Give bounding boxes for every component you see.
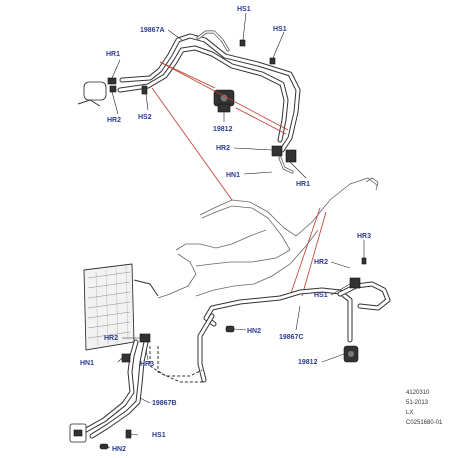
clip-hn2-mid xyxy=(225,325,235,333)
label-hs2: HS2 xyxy=(138,114,152,121)
label-hs1-right: HS1 xyxy=(314,292,328,299)
upper-pipe-assembly xyxy=(77,30,301,174)
callout-labels: HS1 19867A HS1 HR1 HR2 HS2 19812 HR2 HN1… xyxy=(80,6,371,453)
label-hr1-left: HR1 xyxy=(106,51,120,58)
clip-hn2-bottom xyxy=(99,443,109,450)
label-hr1-right: HR1 xyxy=(296,181,310,188)
fitting-hn1-bottom xyxy=(121,353,131,363)
left-fitting xyxy=(107,77,117,85)
clip-hr3-right xyxy=(361,257,367,265)
reference-lines xyxy=(151,61,327,297)
label-hr2-right: HR2 xyxy=(314,259,328,266)
label-hr3-bottom-left: HR3 xyxy=(140,361,154,368)
valve-19812-top xyxy=(213,89,235,113)
label-hn1-bottom-left: HN1 xyxy=(80,360,94,367)
label-19867c: 19867C xyxy=(279,334,304,341)
label-19867b: 19867B xyxy=(152,400,177,407)
label-19812-bottom: 19812 xyxy=(298,359,318,366)
clip-hs1-top xyxy=(239,39,246,47)
label-19867a: 19867A xyxy=(140,27,165,34)
label-19812-top: 19812 xyxy=(213,126,233,133)
fitting-hr2-bottom xyxy=(139,333,151,343)
label-hn1-mid: HN1 xyxy=(226,172,240,179)
label-hs1-top-right: HS1 xyxy=(273,26,287,33)
footer-reference: 4120310 51-2013 LX C0251680-01 xyxy=(406,390,443,426)
valve-19812-bottom xyxy=(343,345,359,363)
label-hr2-left: HR2 xyxy=(107,117,121,124)
label-hr2-bottom-left: HR2 xyxy=(104,335,118,342)
label-hr2-mid: HR2 xyxy=(216,145,230,152)
clip-hs2 xyxy=(141,85,148,95)
leader-lines xyxy=(103,12,365,449)
fitting-hs1-right xyxy=(349,277,361,289)
right-fitting-lower xyxy=(285,149,297,163)
receiver-drier xyxy=(83,81,107,101)
label-hn2-bottom: HN2 xyxy=(112,446,126,453)
label-hn2-mid: HN2 xyxy=(247,328,261,335)
label-hr3-right: HR3 xyxy=(357,233,371,240)
footer-line-1: 4120310 xyxy=(406,390,430,396)
clip-hs1-top-right xyxy=(269,57,276,65)
middle-lines xyxy=(157,177,379,299)
footer-line-2: 51-2013 xyxy=(406,400,429,406)
label-hs1-top: HS1 xyxy=(237,6,251,13)
lower-left-pipe xyxy=(69,313,215,450)
footer-line-3: LX xyxy=(406,410,413,416)
right-fitting-upper xyxy=(271,145,283,157)
footer-line-4: C0251680-01 xyxy=(406,420,443,426)
lower-right-pipe xyxy=(203,257,391,363)
clip-hs1-bottom xyxy=(125,429,132,439)
label-hs1-bottom: HS1 xyxy=(152,432,166,439)
condenser xyxy=(83,263,159,351)
